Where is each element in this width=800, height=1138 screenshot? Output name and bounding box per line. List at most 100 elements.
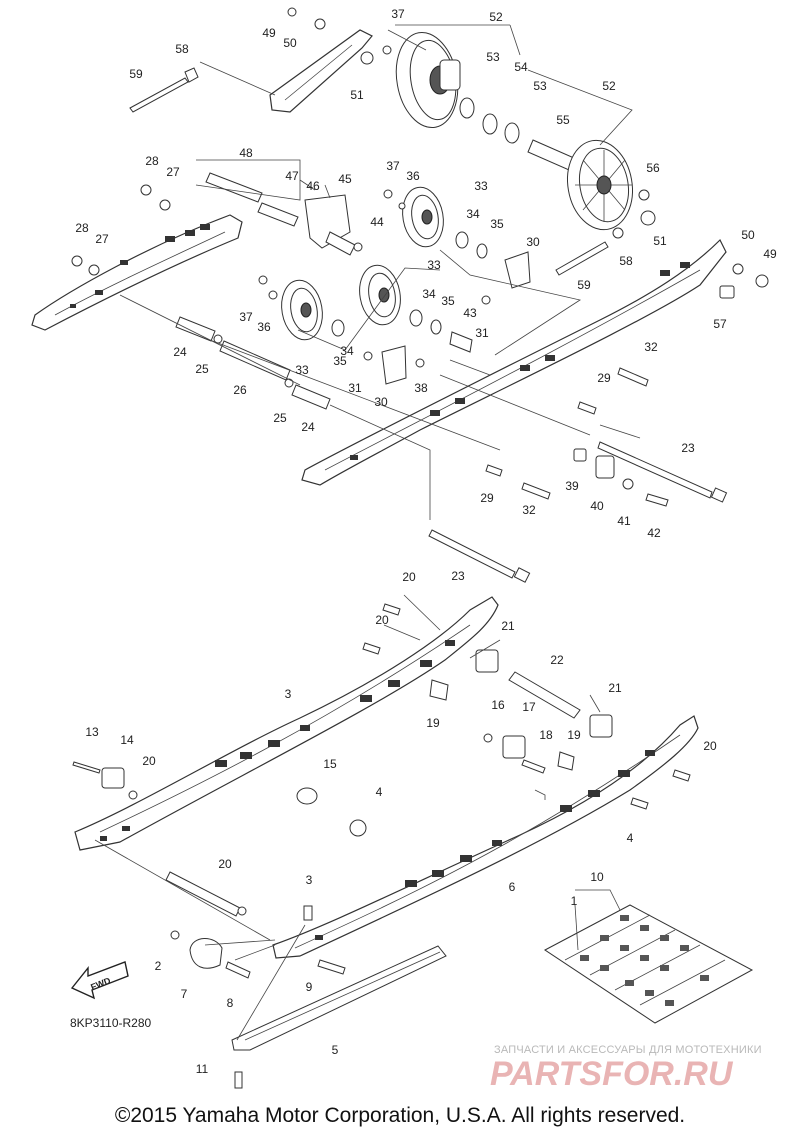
callout-25: 25: [195, 362, 209, 376]
callout-8: 8: [227, 996, 234, 1010]
wheel-bracket-upper: [504, 251, 531, 289]
callout-19: 19: [567, 728, 581, 742]
callout-4: 4: [376, 785, 383, 799]
callout-21: 21: [608, 681, 622, 695]
shaft-26: [219, 340, 291, 381]
callout-17: 17: [522, 700, 536, 714]
bolt-32-upper: [617, 367, 649, 387]
stopper-21-right: [589, 714, 613, 738]
callout-33: 33: [295, 363, 309, 377]
callout-2: 2: [155, 959, 162, 973]
bolt-5: [317, 959, 346, 975]
callout-9: 9: [306, 980, 313, 994]
callout-27: 27: [95, 232, 109, 246]
callout-37: 37: [386, 159, 400, 173]
callout-3: 3: [285, 687, 292, 701]
callout-30: 30: [374, 395, 388, 409]
callout-6: 6: [509, 880, 516, 894]
callout-47: 47: [285, 169, 299, 183]
callout-59: 59: [129, 67, 143, 81]
callout-33: 33: [427, 258, 441, 272]
callout-21: 21: [501, 619, 515, 633]
lower-slide-rail-assembly: FWD: [70, 594, 754, 1089]
slide-rail-near: [272, 715, 699, 959]
bolt-59-right: [555, 241, 609, 276]
callout-32: 32: [522, 503, 536, 517]
callout-24: 24: [173, 345, 187, 359]
bearing: [504, 122, 520, 144]
bracket-8: [189, 938, 223, 969]
callout-49: 49: [763, 247, 777, 261]
callout-27: 27: [166, 165, 180, 179]
callout-41: 41: [617, 514, 631, 528]
callout-25: 25: [273, 411, 287, 425]
screw-10: [303, 905, 313, 921]
callout-36: 36: [406, 169, 420, 183]
callout-38: 38: [414, 381, 428, 395]
block-14: [101, 767, 125, 789]
callout-5: 5: [332, 1043, 339, 1057]
callout-33: 33: [474, 179, 488, 193]
callout-3: 3: [306, 873, 313, 887]
callout-56: 56: [646, 161, 660, 175]
callout-14: 14: [120, 733, 134, 747]
callout-20: 20: [375, 613, 389, 627]
callout-44: 44: [370, 215, 384, 229]
callout-24: 24: [301, 420, 315, 434]
collar-39: [573, 448, 587, 462]
callout-10: 10: [590, 870, 604, 884]
callout-20: 20: [218, 857, 232, 871]
callout-36: 36: [257, 320, 271, 334]
callout-50: 50: [283, 36, 297, 50]
callout-13: 13: [85, 725, 99, 739]
upper-rear-arm-assembly: [31, 7, 769, 583]
callout-18: 18: [539, 728, 553, 742]
callout-1: 1: [571, 894, 578, 908]
callout-58: 58: [175, 42, 189, 56]
bearing: [459, 97, 475, 119]
wheel-bracket-lower: [381, 345, 407, 385]
callout-23: 23: [681, 441, 695, 455]
callout-52: 52: [489, 10, 503, 24]
callout-43: 43: [463, 306, 477, 320]
idler-wheel-center: [359, 264, 401, 326]
fwd-arrow-icon: FWD: [70, 961, 129, 1000]
callout-45: 45: [338, 172, 352, 186]
idler-wheel-large-front: [395, 31, 461, 129]
callout-34: 34: [466, 207, 480, 221]
callout-37: 37: [239, 310, 253, 324]
bolt-42: [645, 493, 669, 507]
callout-26: 26: [233, 383, 247, 397]
callout-37: 37: [391, 7, 405, 21]
washer-4-left: [296, 787, 318, 805]
callout-54: 54: [514, 60, 528, 74]
diagram-code: 8KP3110-R280: [70, 1016, 152, 1030]
bolt-59-top: [129, 77, 189, 113]
callout-7: 7: [181, 987, 188, 1001]
callout-35: 35: [333, 354, 347, 368]
callout-31: 31: [348, 381, 362, 395]
callout-51: 51: [653, 234, 667, 248]
callout-34: 34: [422, 287, 436, 301]
shaft-24-right: [291, 384, 331, 410]
pivot-shaft-47: [257, 202, 299, 227]
callout-58: 58: [619, 254, 633, 268]
shaft-22: [508, 671, 581, 719]
callout-20: 20: [703, 739, 717, 753]
callout-53: 53: [533, 79, 547, 93]
left-slide-rail-upper: [31, 214, 243, 331]
bolt-20-d: [630, 797, 649, 810]
callout-20: 20: [142, 754, 156, 768]
callout-50: 50: [741, 228, 755, 242]
callout-39: 39: [565, 479, 579, 493]
collar-19-right: [557, 751, 575, 771]
callout-28: 28: [145, 154, 159, 168]
bolt-9: [225, 961, 251, 979]
callout-53: 53: [486, 50, 500, 64]
bolt-20-c: [672, 769, 691, 782]
shaft-6: [165, 871, 241, 917]
callout-52: 52: [602, 79, 616, 93]
callout-23: 23: [451, 569, 465, 583]
screw-12: [234, 1071, 243, 1089]
